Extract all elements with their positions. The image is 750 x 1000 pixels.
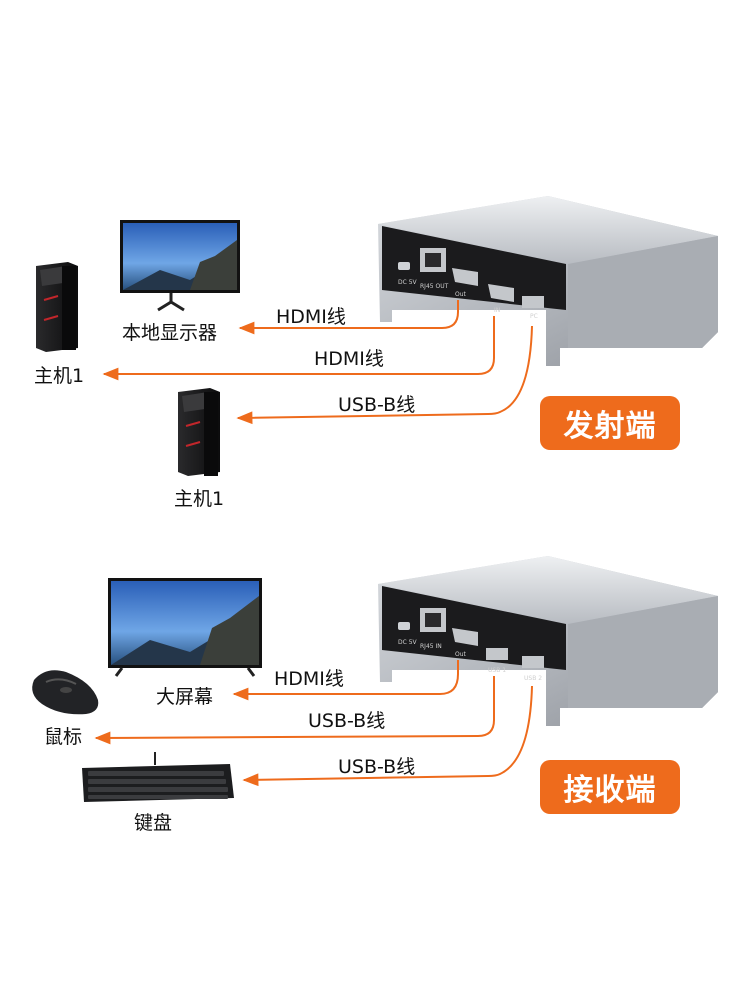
hdmi-in-port xyxy=(488,284,514,302)
cable-usb-1-label: USB-B线 xyxy=(308,710,386,732)
cable-usb-pc-label: USB-B线 xyxy=(338,394,416,416)
port-label-usb2: USB 2 xyxy=(524,675,542,682)
mouse-label: 鼠标 xyxy=(44,726,83,748)
port-label-in: IN xyxy=(494,307,500,314)
usb-2-port xyxy=(522,656,544,668)
mouse-icon xyxy=(32,670,99,715)
keyboard-icon xyxy=(82,752,234,802)
hdmi-out-port xyxy=(452,628,478,646)
cable-usb-pc-arrow xyxy=(236,325,533,425)
hdmi-out-port xyxy=(452,268,478,286)
monitor-icon xyxy=(120,220,240,312)
dc-port xyxy=(398,622,410,630)
port-label-rj45: RJ45 IN xyxy=(420,643,442,650)
port-label-usb1: USB 1 xyxy=(488,667,506,674)
port-label-pc: PC xyxy=(530,313,538,320)
cable-hdmi-out-label: HDMI线 xyxy=(276,306,346,328)
transmitter-badge: 发射端 xyxy=(540,396,680,450)
dc-port xyxy=(398,262,410,270)
keyboard-label: 键盘 xyxy=(134,812,173,834)
tv-icon xyxy=(108,578,262,677)
cable-hdmi-in-arrow xyxy=(102,316,495,381)
usb-pc-port xyxy=(522,296,544,308)
monitor-label: 本地显示器 xyxy=(122,322,218,344)
receiver-badge: 接收端 xyxy=(540,760,680,814)
transmitter-ports xyxy=(398,248,544,308)
port-label-dc: DC 5V xyxy=(398,639,418,646)
usb-1-port xyxy=(486,648,508,660)
cable-hdmi-out-arrow xyxy=(232,660,459,701)
transmitter-device: DC 5V RJ45 OUT Out IN PC xyxy=(378,196,718,366)
cable-usb-2-arrow xyxy=(242,685,533,787)
receiver-device: DC 5V RJ45 IN Out USB 1 USB 2 xyxy=(378,556,718,726)
port-label-out: Out xyxy=(455,651,467,658)
receiver-cables xyxy=(94,660,533,787)
cable-hdmi-out-arrow xyxy=(238,300,459,335)
port-label-out: Out xyxy=(455,291,467,298)
cable-hdmi-out-label: HDMI线 xyxy=(274,668,344,690)
port-label-dc: DC 5V xyxy=(398,279,418,286)
receiver-ports xyxy=(398,608,544,668)
host-left-label: 主机1 xyxy=(34,365,85,387)
pc-tower-icon xyxy=(36,262,78,352)
tv-label: 大屏幕 xyxy=(156,686,214,708)
cable-usb-2-label: USB-B线 xyxy=(338,756,416,778)
port-label-rj45: RJ45 OUT xyxy=(420,283,449,290)
transmitter-cables xyxy=(102,300,533,425)
cable-usb-1-arrow xyxy=(94,676,495,745)
host-bottom-label: 主机1 xyxy=(174,488,225,510)
pc-tower-icon xyxy=(178,388,220,476)
cable-hdmi-in-label: HDMI线 xyxy=(314,348,384,370)
